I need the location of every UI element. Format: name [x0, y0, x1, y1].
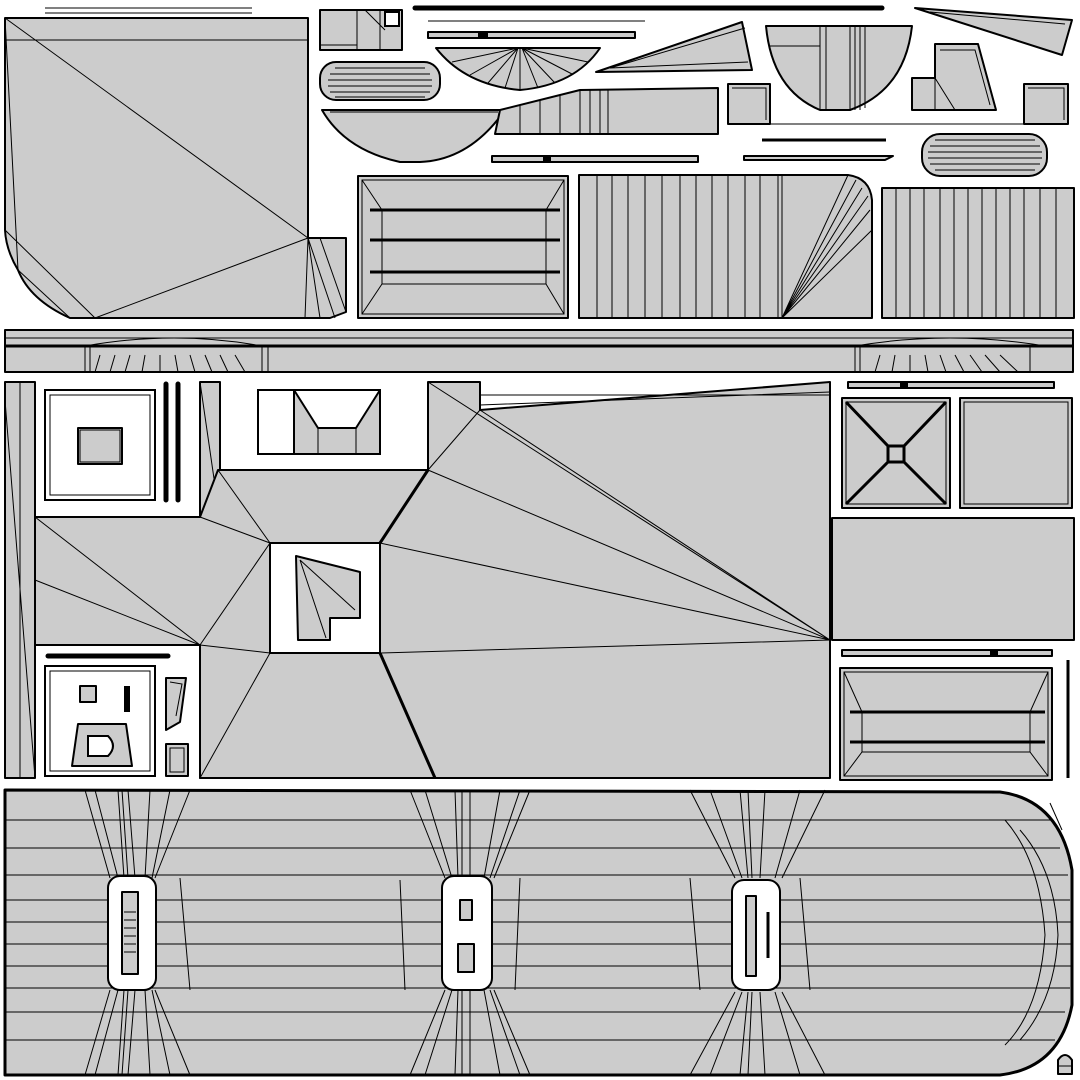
uv-island-triangle-top — [595, 21, 753, 73]
uv-strips-top-left — [45, 7, 252, 14]
uv-island-center-large — [34, 381, 831, 779]
uv-island-plain-square — [959, 397, 1073, 509]
uv-island-tiny-arch — [1057, 1054, 1073, 1075]
uv-island-striped-right — [881, 187, 1075, 319]
uv-island-frame-top — [357, 175, 569, 319]
uv-mark-diagonal — [1049, 802, 1063, 831]
uv-island-small-rect — [165, 743, 189, 777]
uv-strips-mid-right — [743, 123, 1024, 161]
uv-island-frame-right — [839, 667, 1053, 781]
uv-island-half-bowl — [765, 25, 913, 111]
uv-island-top-left — [4, 17, 347, 319]
uv-island-small-trapezoid — [165, 677, 187, 731]
uv-island-small-parts-frame — [44, 665, 156, 777]
uv-island-square-right — [1023, 83, 1069, 125]
uv-island-capsule-right — [921, 133, 1048, 177]
uv-island-left-vertical — [4, 381, 36, 779]
uv-island-bowl — [321, 109, 506, 163]
uv-island-wedge — [494, 87, 719, 135]
uv-strips-vertical — [163, 381, 181, 503]
uv-island-box-cutout — [257, 389, 381, 455]
uv-strip-right-mid — [847, 381, 1055, 389]
uv-island-striped-fan — [578, 174, 873, 319]
uv-island-square-left — [727, 83, 771, 125]
uv-island-capsule-left — [319, 61, 441, 101]
uv-strips-top-center — [412, 5, 885, 39]
uv-island-triangle-top-right — [914, 7, 1073, 56]
uv-island-step-shape — [911, 43, 997, 111]
uv-island-long-strip — [4, 329, 1074, 373]
uv-island-fan — [435, 47, 601, 91]
uv-island-right-rect — [831, 517, 1075, 641]
uv-island-x-square — [841, 397, 951, 509]
uv-strip-right-lower — [841, 649, 1070, 778]
uv-island-small-box — [319, 9, 403, 51]
uv-island-roof-bottom — [3, 788, 1074, 1077]
uv-island-square-frame — [44, 389, 156, 501]
uv-strip-mid — [491, 155, 699, 163]
